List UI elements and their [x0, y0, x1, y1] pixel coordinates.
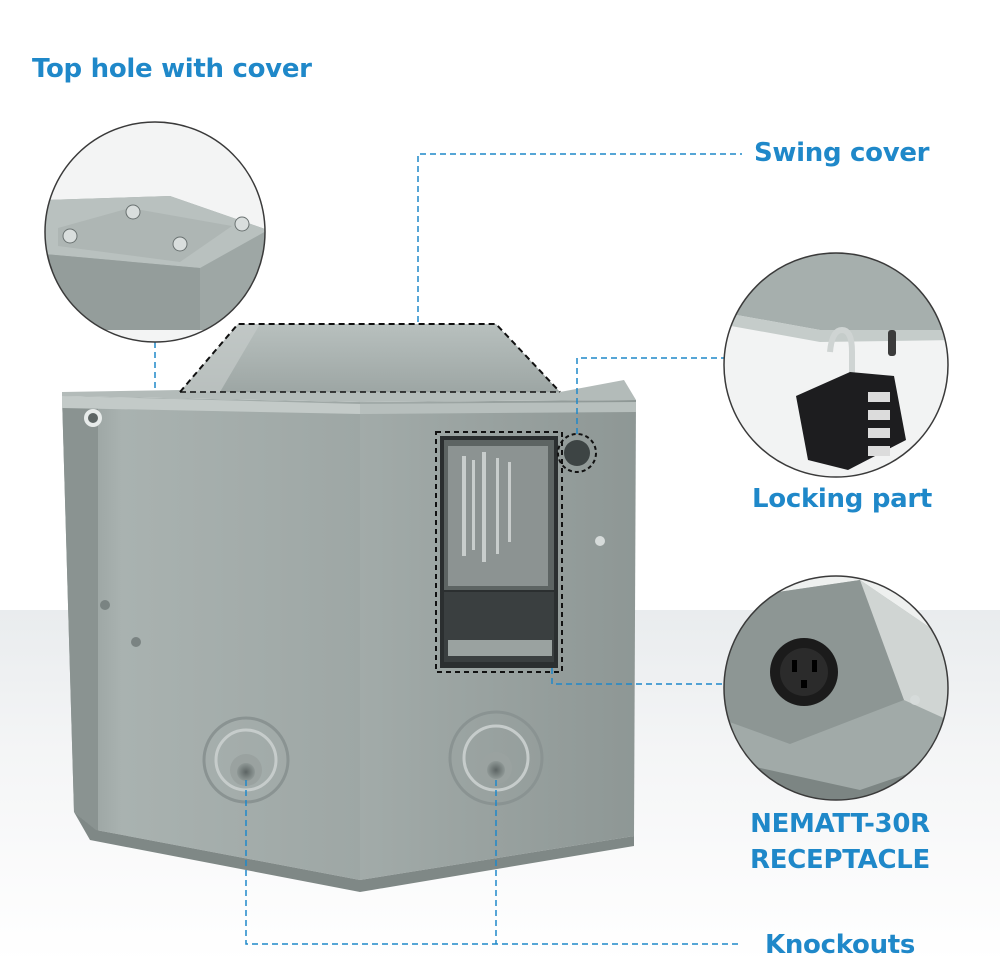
label-receptacle-line2: RECEPTACLE: [750, 845, 930, 875]
label-locking-part: Locking part: [752, 484, 933, 514]
label-receptacle: NEMATT-30R RECEPTACLE: [749, 806, 931, 878]
zoom-receptacle: [723, 575, 949, 801]
knockout-left: [202, 716, 290, 804]
swing-cover-outline: [179, 323, 561, 393]
label-swing-cover: Swing cover: [754, 138, 930, 168]
label-receptacle-line1: NEMATT-30R: [750, 809, 930, 839]
zoom-locking-part: [723, 252, 949, 478]
label-top-hole: Top hole with cover: [32, 54, 312, 84]
interior-window: [435, 431, 605, 673]
label-knockouts: Knockouts: [765, 930, 916, 960]
zoom-top-hole: [44, 121, 266, 343]
knockout-right: [448, 710, 544, 806]
leader-lines: [154, 153, 742, 945]
